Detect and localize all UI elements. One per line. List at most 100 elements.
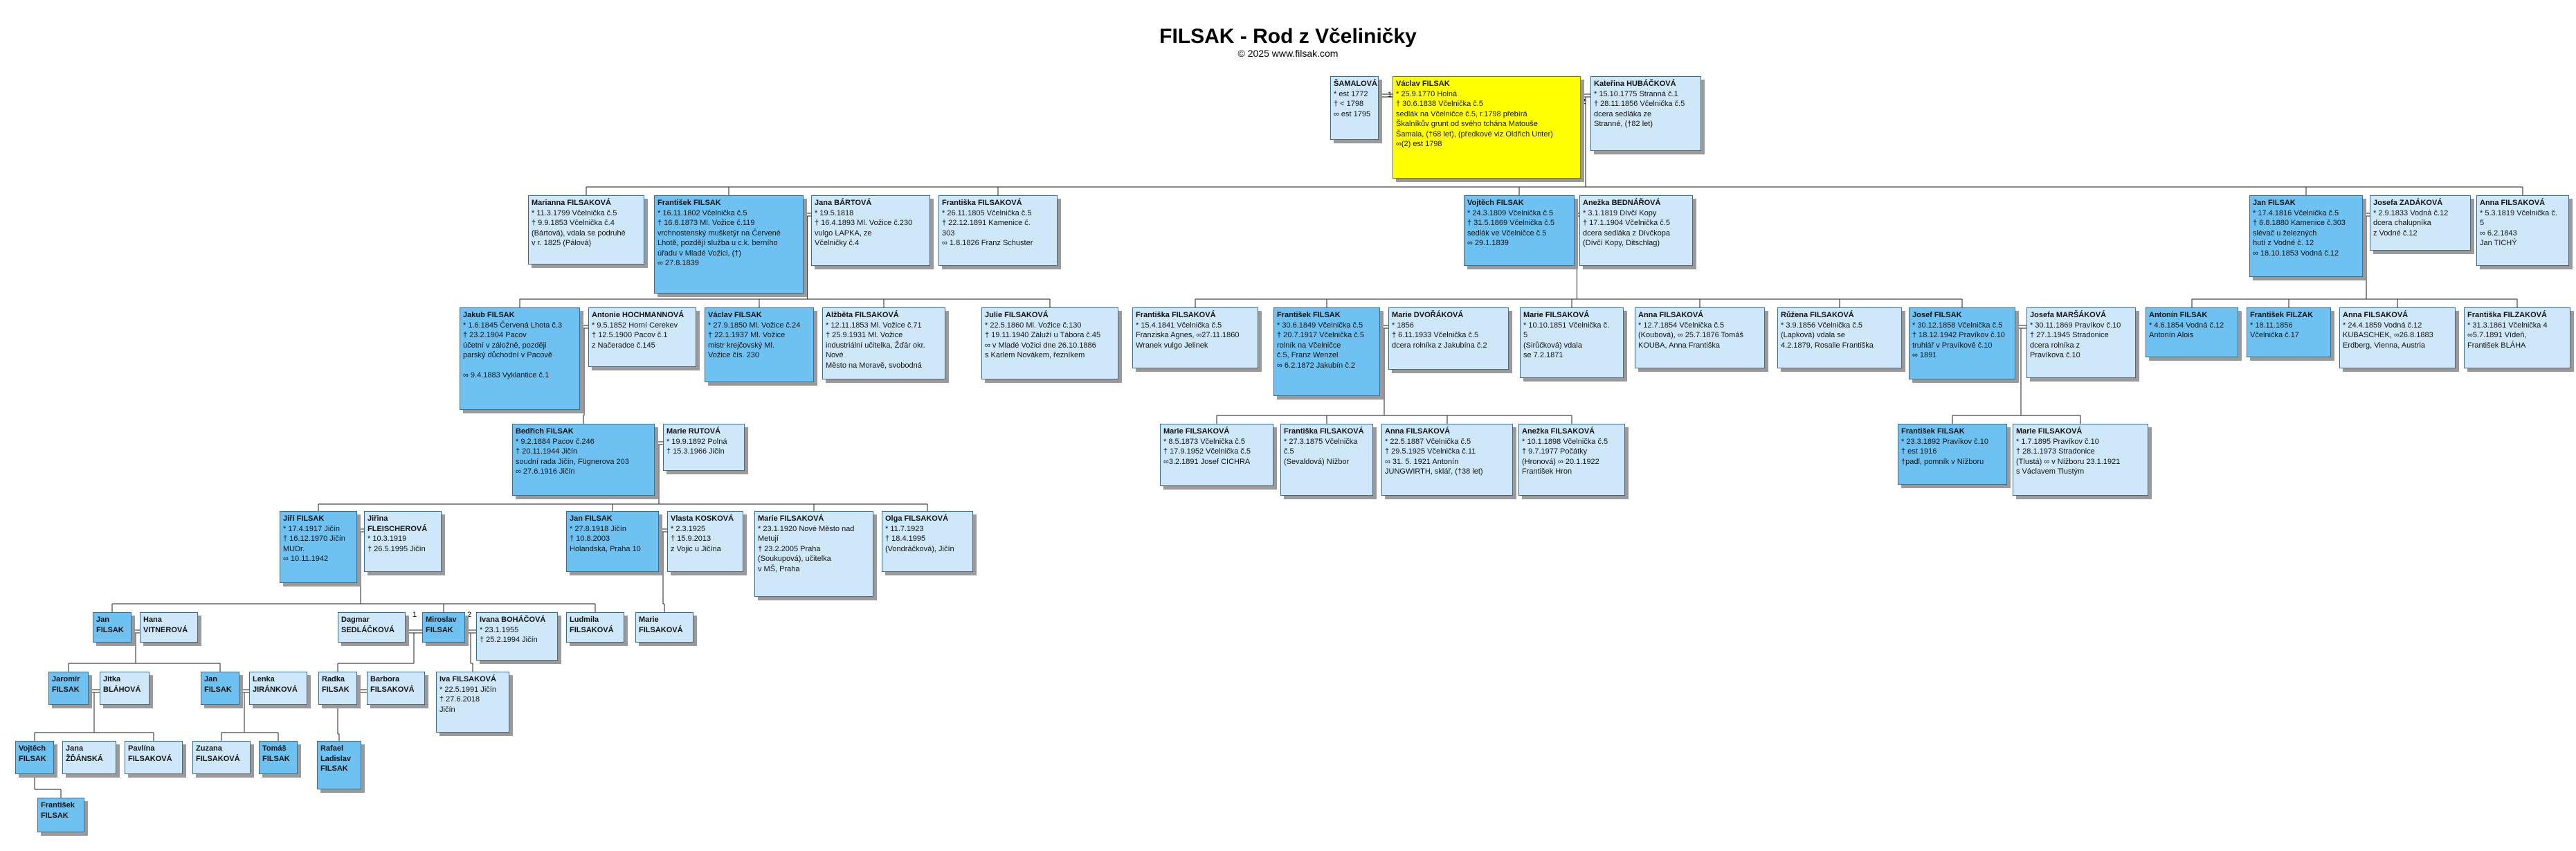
person-card[interactable]: Alžběta FILSAKOVÁ* 12.11.1853 Ml. Vožice…	[822, 307, 945, 379]
person-name: Vojtěch FILSAK	[19, 744, 46, 763]
person-card[interactable]: Lenka JIRÁNKOVÁ	[249, 672, 307, 705]
person-card[interactable]: Josef FILSAK* 30.12.1858 Včelnička č.5 †…	[1909, 307, 2015, 379]
person-card[interactable]: Jana BÁRTOVÁ* 19.5.1818 † 16.4.1893 Ml. …	[811, 195, 930, 266]
person-card[interactable]: Miroslav FILSAK	[422, 612, 465, 643]
person-name: Jan FILSAK	[2253, 199, 2296, 207]
person-card[interactable]: Jana ŽĎÁNSKÁ	[62, 741, 116, 774]
person-name: Františka FILSAKOVÁ	[1136, 311, 1216, 319]
person-card[interactable]: Anežka FILSAKOVÁ* 10.1.1898 Včelnička č.…	[1518, 424, 1625, 496]
person-name: Anna FILSAKOVÁ	[1638, 311, 1704, 319]
person-card[interactable]: Václav FILSAK* 27.9.1850 Ml. Vožice č.24…	[705, 307, 814, 382]
person-card[interactable]: Pavlína FILSAKOVÁ	[125, 741, 183, 774]
person-card[interactable]: František FILSAK	[37, 798, 84, 832]
person-name: ŠAMALOVÁ	[1334, 80, 1377, 88]
person-card[interactable]: ŠAMALOVÁ* est 1772 † < 1798 ∞ est 1795	[1330, 76, 1379, 140]
person-details: * 3.9.1856 Včelnička č.5 (Lapková) vdala…	[1781, 321, 1874, 350]
person-card[interactable]: František FILSAK* 16.11.1802 Včelnička č…	[654, 195, 804, 294]
person-card[interactable]: Tomáš FILSAK	[259, 741, 298, 774]
person-card[interactable]: Vojtěch FILSAK	[15, 741, 54, 774]
person-card[interactable]: Anna FILSAKOVÁ * 12.7.1854 Včelnička č.5 …	[1635, 307, 1765, 368]
person-card[interactable]: Růžena FILSAKOVÁ* 3.9.1856 Včelnička č.5…	[1777, 307, 1902, 368]
person-card[interactable]: Jan FILSAK	[93, 612, 131, 643]
person-details: * 9.5.1852 Horní Cerekev † 12.5.1900 Pac…	[592, 321, 678, 350]
person-card[interactable]: Antonie HOCHMANNOVÁ * 9.5.1852 Horní Cere…	[588, 307, 696, 367]
person-card[interactable]: Marie DVOŘÁKOVÁ* 1856 † 6.11.1933 Včelni…	[1388, 307, 1509, 370]
person-card[interactable]: Hana VITNEROVÁ	[140, 612, 198, 643]
person-card[interactable]: František FILSAK* 30.6.1849 Včelnička č.…	[1273, 307, 1380, 396]
person-details: * 22.5.1860 Ml. Vožice č.130 † 19.11.194…	[985, 321, 1101, 360]
person-card[interactable]: Vlasta KOSKOVÁ* 2.3.1925 † 15.9.2013 z V…	[667, 511, 743, 572]
person-details: * 9.2.1884 Pacov č.246 † 20.11.1944 Jičí…	[516, 437, 629, 476]
person-name: Jana BÁRTOVÁ	[815, 199, 872, 207]
person-card[interactable]: Františka FILZAKOVÁ* 31.3.1861 Včelnička…	[2464, 307, 2570, 368]
person-card[interactable]: Olga FILSAKOVÁ* 11.7.1923 † 18.4.1995 (V…	[882, 511, 973, 572]
person-details: * 15.10.1775 Stranná č.1 † 28.11.1856 Vč…	[1594, 89, 1685, 129]
person-card[interactable]: Marie RUTOVÁ* 19.9.1892 Polná † 15.3.196…	[663, 424, 745, 471]
person-card[interactable]: Marianna FILSAKOVÁ* 11.3.1799 Včelnička …	[528, 195, 644, 265]
person-details: * 11.7.1923 † 18.4.1995 (Vondráčková), J…	[885, 524, 954, 553]
person-name: Anna FILSAKOVÁ	[1385, 427, 1451, 436]
person-details: * 1856 † 6.11.1933 Včelnička č.5 dcera r…	[1392, 321, 1487, 350]
person-card[interactable]: Marie FILSAKOVÁ* 10.10.1851 Včelnička č.…	[1520, 307, 1624, 378]
person-details: * 27.3.1875 Včelnička č.5 (Sevaldová) Ní…	[1284, 437, 1358, 466]
person-card[interactable]: Jaromír FILSAK	[48, 672, 89, 705]
person-card[interactable]: Barbora FILSAKOVÁ	[367, 672, 425, 705]
person-card[interactable]: František FILZAK* 18.11.1856 Včelnička č…	[2247, 307, 2331, 357]
person-card[interactable]: Marie FILSAKOVÁ* 1.7.1895 Pravíkov č.10 …	[2013, 424, 2148, 496]
person-details: * 16.11.1802 Včelnička č.5 † 16.8.1873 M…	[657, 208, 781, 268]
person-card[interactable]: Vojtěch FILSAK* 24.3.1809 Včelnička č.5 …	[1464, 195, 1575, 266]
person-card[interactable]: Jan FILSAK	[201, 672, 239, 705]
person-name: Josefa ZADÁKOVÁ	[2373, 199, 2443, 207]
person-card[interactable]: Bedřich FILSAK* 9.2.1884 Pacov č.246 † 2…	[512, 424, 655, 496]
person-card[interactable]: Marie FILSAKOVÁ	[635, 612, 693, 643]
person-card[interactable]: Františka FILSAKOVÁ* 26.11.1805 Včelničk…	[938, 195, 1058, 266]
person-card[interactable]: Dagmar SEDLÁČKOVÁ	[338, 612, 406, 643]
person-card[interactable]: Kateřina HUBÁČKOVÁ* 15.10.1775 Stranná č…	[1590, 76, 1701, 151]
person-card[interactable]: Radka FILSAK	[318, 672, 357, 705]
person-details: * 22.5.1887 Včelnička č.5 † 29.5.1925 Vč…	[1385, 437, 1483, 476]
person-name: Antonie HOCHMANNOVÁ	[592, 311, 684, 319]
person-card[interactable]: Anežka BEDNÁŘOVÁ* 3.1.1819 Dívčí Kopy † …	[1579, 195, 1693, 266]
person-card[interactable]: Rafael Ladislav FILSAK	[317, 741, 361, 789]
person-details: * 2.3.1925 † 15.9.2013 z Vojic u Jičína	[671, 524, 721, 553]
person-name: Lenka JIRÁNKOVÁ	[253, 675, 298, 694]
person-card[interactable]: Jakub FILSAK* 1.6.1845 Červená Lhota č.3…	[460, 307, 580, 410]
person-card[interactable]: Anna FILSAKOVÁ* 22.5.1887 Včelnička č.5 …	[1381, 424, 1513, 496]
person-name: Jan FILSAK	[96, 616, 124, 634]
person-card[interactable]: Marie FILSAKOVÁ* 8.5.1873 Včelnička č.5 …	[1160, 424, 1273, 486]
person-name: František FILSAK	[657, 199, 721, 207]
person-name: Františka FILSAKOVÁ	[942, 199, 1022, 207]
person-card[interactable]: František FILSAK* 23.3.1892 Pravíkov č.1…	[1898, 424, 2007, 485]
person-name: Hana VITNEROVÁ	[143, 616, 188, 634]
person-details: * 24.4.1859 Vodná č.12 KUBASCHEK, ∞26.8.…	[2343, 321, 2433, 350]
person-card[interactable]: Zuzana FILSAKOVÁ	[192, 741, 251, 774]
person-name: Anna FILSAKOVÁ	[2343, 311, 2409, 319]
person-details: * 23.1.1920 Nové Město nad Metují † 23.2…	[758, 524, 855, 573]
person-card[interactable]: Josefa ZADÁKOVÁ* 2.9.1833 Vodná č.12 dce…	[2370, 195, 2471, 251]
person-name: Anežka BEDNÁŘOVÁ	[1583, 199, 1661, 207]
person-details: * est 1772 † < 1798 ∞ est 1795	[1334, 89, 1371, 118]
person-card[interactable]: Jitka BLÁHOVÁ	[100, 672, 149, 705]
person-card[interactable]: Jan FILSAK* 17.4.1816 Včelnička č.5 † 6.…	[2249, 195, 2363, 277]
person-card[interactable]: Julie FILSAKOVÁ* 22.5.1860 Ml. Vožice č.…	[981, 307, 1118, 379]
person-details: * 19.5.1818 † 16.4.1893 Ml. Vožice č.230…	[815, 208, 913, 248]
person-card[interactable]: Anna FILSAKOVÁ * 24.4.1859 Vodná č.12 KUB…	[2339, 307, 2456, 368]
person-card[interactable]: Jiřina FLEISCHEROVÁ* 10.3.1919 † 26.5.19…	[364, 511, 442, 572]
person-name: Olga FILSAKOVÁ	[885, 514, 949, 523]
person-card[interactable]: Jan FILSAK* 27.8.1918 Jičín † 10.8.2003 …	[566, 511, 659, 572]
person-card[interactable]: Antonín FILSAK* 4.6.1854 Vodná č.12 Anto…	[2146, 307, 2238, 357]
person-details: * 12.7.1854 Včelnička č.5 (Koubová), ∞ 2…	[1638, 321, 1743, 350]
person-card[interactable]: Františka FILSAKOVÁ* 15.4.1841 Včelnička…	[1132, 307, 1258, 368]
person-card[interactable]: Ivana BOHÁČOVÁ* 23.1.1955 † 25.2.1994 Ji…	[476, 612, 558, 661]
person-card[interactable]: Anna FILSAKOVÁ* 5.3.1819 Včelnička č. 5 …	[2476, 195, 2569, 266]
person-name: Františka FILZAKOVÁ	[2467, 311, 2547, 319]
person-card[interactable]: Marie FILSAKOVÁ* 23.1.1920 Nové Město na…	[754, 511, 873, 597]
person-card[interactable]: Iva FILSAKOVÁ* 22.5.1991 Jičín † 27.6.20…	[436, 672, 509, 733]
person-card[interactable]: Františka FILSAKOVÁ* 27.3.1875 Včelnička…	[1280, 424, 1373, 496]
person-card[interactable]: Ludmila FILSAKOVÁ	[566, 612, 624, 643]
person-card[interactable]: Josefa MARŠÁKOVÁ* 30.11.1869 Pravíkov č.…	[2026, 307, 2136, 378]
person-card[interactable]: Jiří FILSAK* 17.4.1917 Jičín † 16.12.197…	[280, 511, 357, 583]
person-card[interactable]: Václav FILSAK* 25.9.1770 Holná † 30.6.18…	[1393, 76, 1581, 179]
person-name: František FILSAK	[1277, 311, 1341, 319]
